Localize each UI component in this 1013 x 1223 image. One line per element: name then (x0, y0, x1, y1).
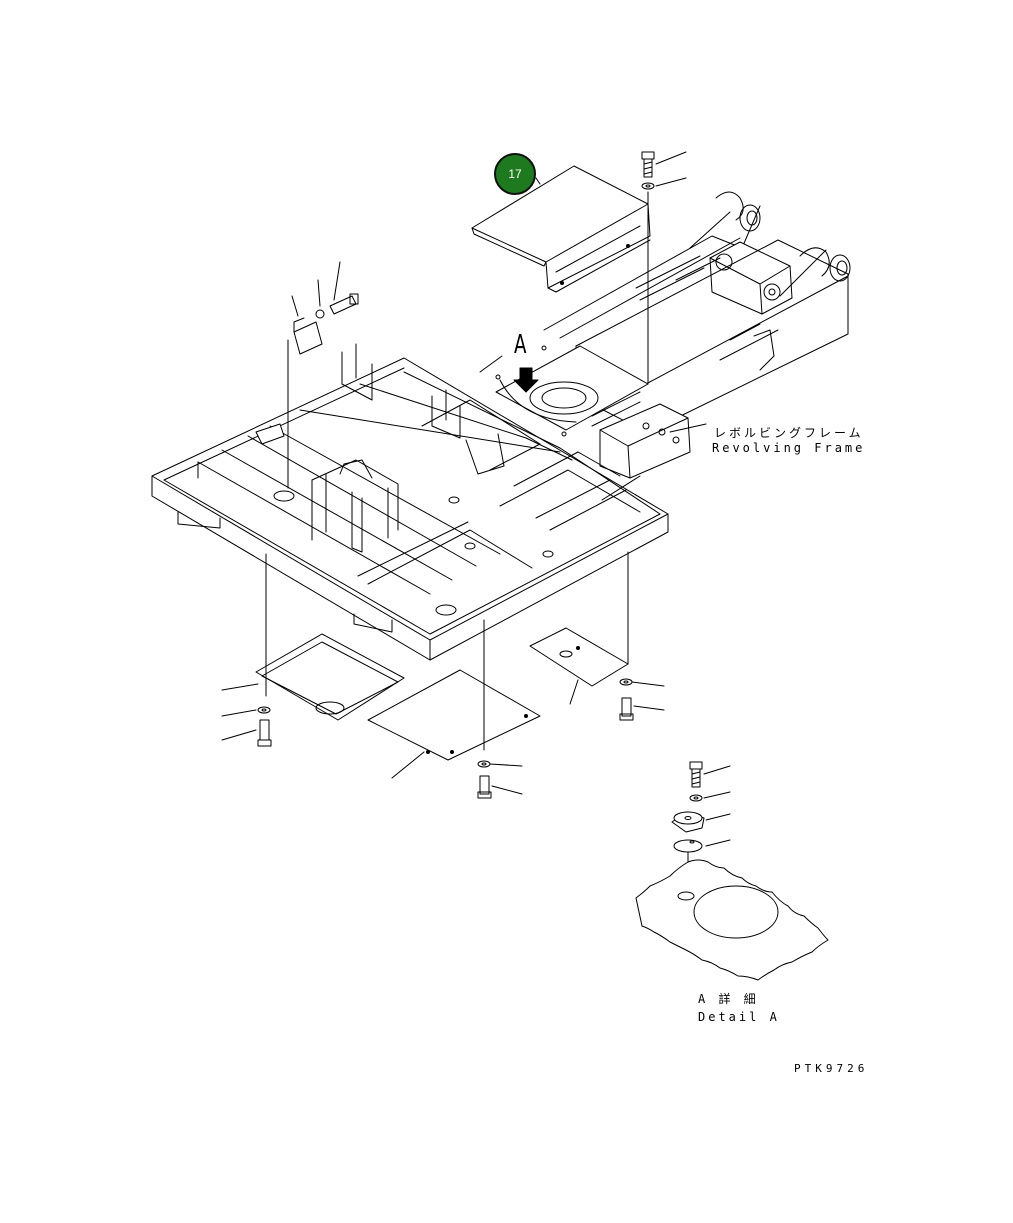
view-a-arrow (479, 355, 539, 393)
revolving-frame-deck (151, 343, 669, 661)
under-cover-right (529, 551, 665, 721)
drawing-code: PTK9726 (794, 1062, 869, 1075)
detail-a-view (635, 761, 829, 981)
cover-bolt (641, 151, 687, 385)
side-box-beam (599, 403, 707, 479)
frame-label-en: Revolving Frame (712, 441, 866, 455)
swing-circle-seat (495, 345, 649, 437)
frame-label-jp: レボルビングフレーム (714, 426, 864, 440)
view-a-marker: A (514, 330, 527, 360)
under-cover-left (221, 553, 405, 747)
detail-label-jp: A 詳 細 (698, 992, 759, 1006)
detail-label-en: Detail A (698, 1010, 780, 1024)
under-cover-center (367, 619, 541, 799)
small-bracket-and-bolt (287, 261, 359, 489)
top-cover-plate (471, 165, 651, 293)
callout-17-button[interactable]: 17 (494, 153, 536, 195)
